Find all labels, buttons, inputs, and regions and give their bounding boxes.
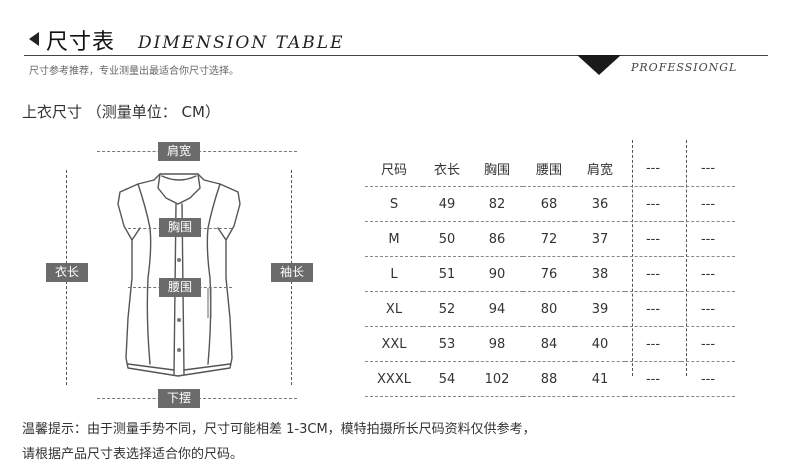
table-row: M 50 86 72 37 --- --- <box>365 221 735 257</box>
cell-waist: 80 <box>523 291 575 327</box>
length-label: 衣长 <box>46 263 88 282</box>
cell-size: S <box>365 186 423 222</box>
header-length: 衣长 <box>423 150 471 187</box>
cell-chest: 86 <box>471 221 523 257</box>
header-chest: 胸围 <box>471 150 523 187</box>
cell-extra-1: --- <box>625 291 681 327</box>
cell-size: XXXL <box>365 361 423 397</box>
cell-chest: 102 <box>471 361 523 397</box>
vest-illustration-icon <box>117 173 241 377</box>
header-extra-2: --- <box>681 150 735 187</box>
cell-shoulder: 40 <box>575 326 625 362</box>
cell-waist: 68 <box>523 186 575 222</box>
sleeve-label: 袖长 <box>271 263 313 282</box>
section-title: 上衣尺寸 （测量单位： CM） <box>22 103 220 121</box>
cell-shoulder: 39 <box>575 291 625 327</box>
shoulder-label: 肩宽 <box>158 142 200 161</box>
note-line-1: 温馨提示：由于测量手势不同，尺寸可能相差 1-3CM，模特拍摄所长尺码资料仅供参… <box>22 422 536 437</box>
cell-waist: 76 <box>523 256 575 292</box>
table-row: S 49 82 68 36 --- --- <box>365 186 735 222</box>
cell-extra-2: --- <box>681 186 735 222</box>
cell-length: 49 <box>423 186 471 222</box>
cell-waist: 88 <box>523 361 575 397</box>
cell-length: 54 <box>423 361 471 397</box>
hem-label: 下摆 <box>158 389 200 408</box>
garment-diagram: 肩宽 下摆 衣长 袖长 <box>40 140 340 410</box>
cell-extra-2: --- <box>681 361 735 397</box>
cell-extra-2: --- <box>681 256 735 292</box>
cell-size: M <box>365 221 423 257</box>
table-row: XXL 53 98 84 40 --- --- <box>365 326 735 362</box>
table-row: XXXL 54 102 88 41 --- --- <box>365 361 735 397</box>
cell-chest: 82 <box>471 186 523 222</box>
cell-size: XL <box>365 291 423 327</box>
cell-size: L <box>365 256 423 292</box>
back-arrow-icon[interactable] <box>29 32 39 46</box>
cell-shoulder: 38 <box>575 256 625 292</box>
header-extra-1: --- <box>625 150 681 187</box>
header-divider <box>24 55 768 56</box>
page-title-english: DIMENSION TABLE <box>138 33 345 53</box>
cell-extra-1: --- <box>625 326 681 362</box>
professional-label: PROFESSIONGL <box>631 61 738 74</box>
cell-length: 53 <box>423 326 471 362</box>
cell-chest: 98 <box>471 326 523 362</box>
header-shoulder: 肩宽 <box>575 150 625 187</box>
cell-shoulder: 37 <box>575 221 625 257</box>
cell-extra-1: --- <box>625 186 681 222</box>
table-header-row: 尺码 衣长 胸围 腰围 肩宽 --- --- <box>365 150 735 187</box>
cell-extra-2: --- <box>681 291 735 327</box>
cell-shoulder: 41 <box>575 361 625 397</box>
table-row: L 51 90 76 38 --- --- <box>365 256 735 292</box>
cell-waist: 72 <box>523 221 575 257</box>
cell-extra-1: --- <box>625 361 681 397</box>
chest-label: 胸围 <box>159 218 201 237</box>
cell-extra-2: --- <box>681 326 735 362</box>
waist-label: 腰围 <box>159 278 201 297</box>
cell-chest: 94 <box>471 291 523 327</box>
size-table: 尺码 衣长 胸围 腰围 肩宽 --- --- S 49 82 68 36 ---… <box>365 150 735 397</box>
cell-length: 52 <box>423 291 471 327</box>
cell-length: 50 <box>423 221 471 257</box>
cell-extra-2: --- <box>681 221 735 257</box>
header-size: 尺码 <box>365 150 423 187</box>
cell-extra-1: --- <box>625 256 681 292</box>
page-title: 尺寸表 <box>46 30 116 55</box>
header-waist: 腰围 <box>523 150 575 187</box>
note-line-2: 请根据产品尺寸表选择适合你的尺码。 <box>22 447 244 462</box>
cell-extra-1: --- <box>625 221 681 257</box>
table-row: XL 52 94 80 39 --- --- <box>365 291 735 327</box>
cell-size: XXL <box>365 326 423 362</box>
header-subtitle: 尺寸参考推荐，专业测量出最适合你尺寸选择。 <box>29 66 239 77</box>
cell-shoulder: 36 <box>575 186 625 222</box>
cell-waist: 84 <box>523 326 575 362</box>
cell-chest: 90 <box>471 256 523 292</box>
cell-length: 51 <box>423 256 471 292</box>
header-notch-decoration <box>577 55 621 75</box>
